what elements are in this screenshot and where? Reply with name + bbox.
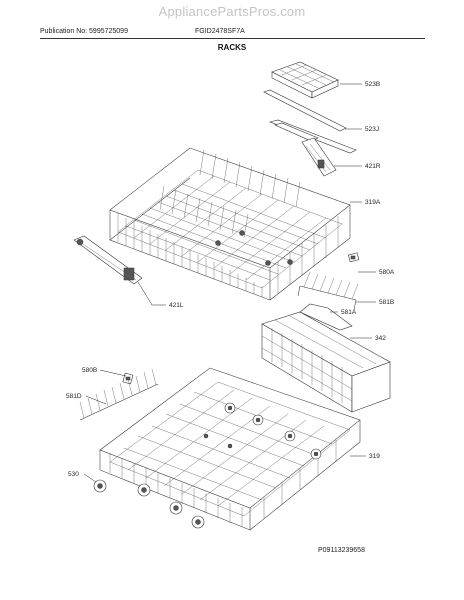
- callout-580a: 580A: [379, 269, 395, 276]
- watermark: AppliancePartsPros.com: [158, 4, 306, 19]
- callout-421r: 421R: [365, 163, 381, 170]
- part-319a-upper-rack: [109, 147, 351, 301]
- part-342-cutlery-basket: [261, 303, 391, 413]
- callout-342: 342: [375, 335, 386, 342]
- header-divider: [40, 38, 425, 39]
- leader-580b: [99, 369, 127, 377]
- callout-319a: 319A: [365, 199, 381, 206]
- callout-421l: 421L: [169, 302, 184, 309]
- callout-581a: 581A: [341, 309, 357, 316]
- part-421l-rail: [73, 235, 143, 285]
- part-523b-tine-insert: [271, 61, 339, 99]
- callout-580b: 580B: [82, 367, 97, 374]
- part-319-lower-rack: [93, 367, 361, 531]
- leader-421l: [137, 281, 166, 306]
- callout-523j: 523J: [365, 126, 379, 133]
- part-580a-clip: [347, 252, 360, 263]
- section-title: RACKS: [217, 43, 247, 52]
- callout-581d: 581D: [66, 393, 82, 400]
- part-581b-tine-row: [297, 271, 359, 311]
- part-523j-bar: [263, 89, 357, 154]
- leader-581d: [85, 395, 107, 405]
- leader-530: [83, 473, 97, 483]
- part-580b-clip: [122, 372, 134, 385]
- diagram-reference-number: P09113239658: [318, 547, 365, 554]
- model-number: FGID2478SF7A: [195, 28, 245, 35]
- part-581d-tine-row: [79, 368, 159, 421]
- callout-319: 319: [369, 453, 380, 460]
- publication-number: Publication No: 5995725099: [40, 28, 128, 35]
- callout-523b: 523B: [365, 81, 380, 88]
- callout-530: 530: [68, 471, 79, 478]
- part-421r-rail: [301, 137, 337, 177]
- callout-581b: 581B: [379, 299, 394, 306]
